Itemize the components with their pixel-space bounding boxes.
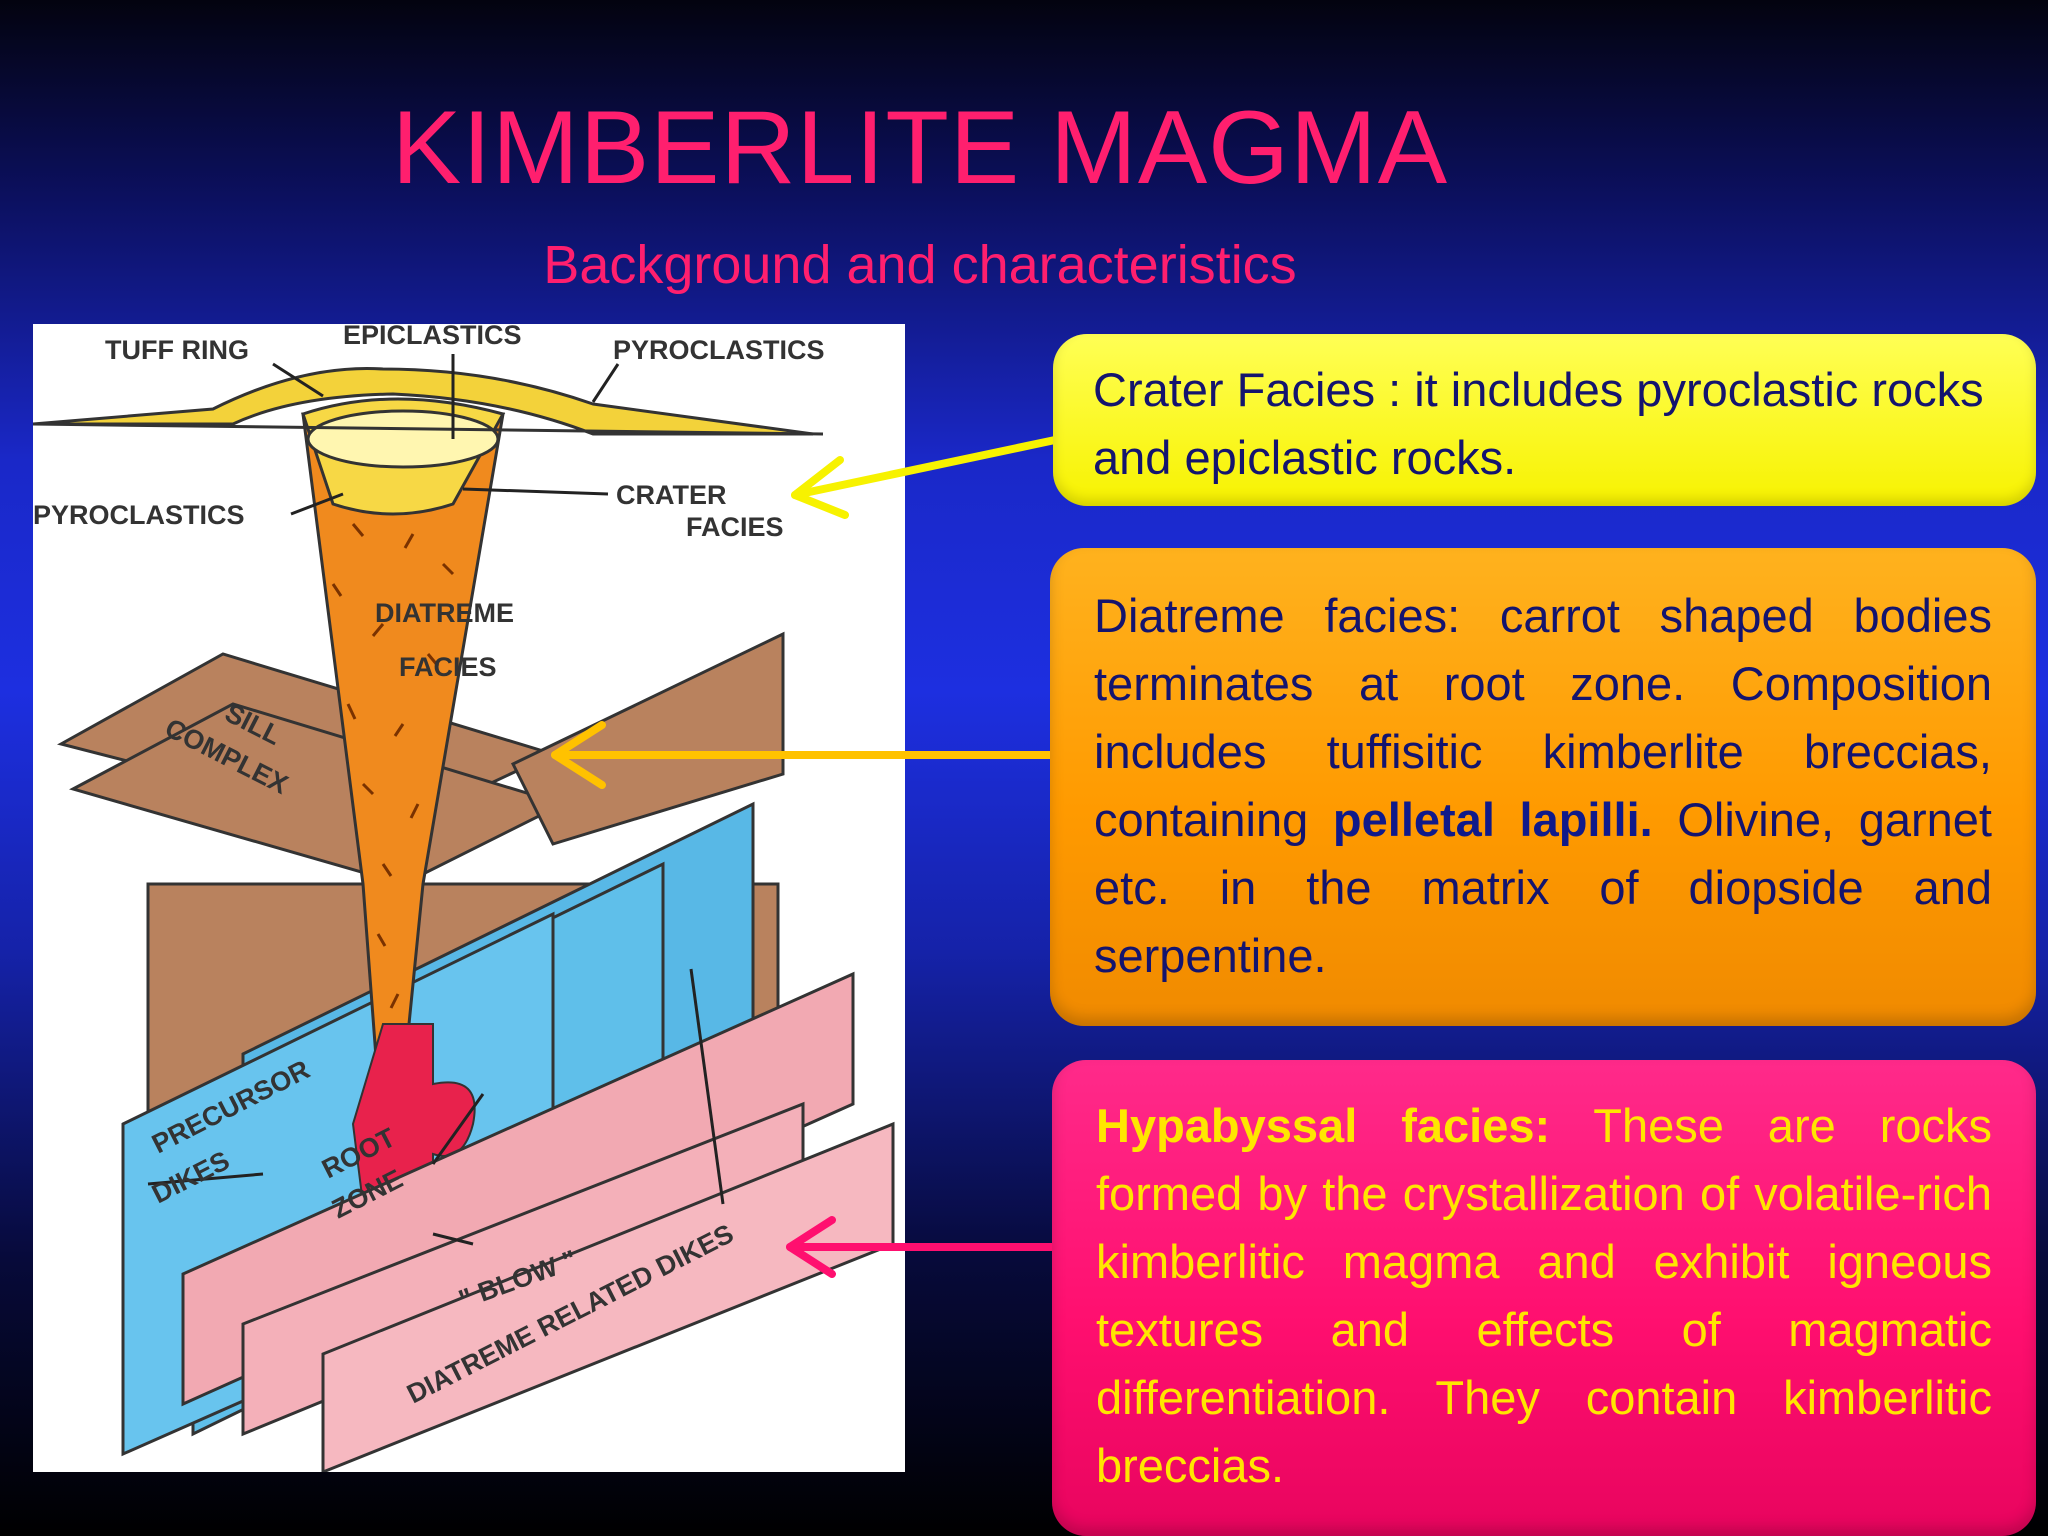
- label-crater: CRATER: [616, 480, 727, 510]
- label-pyroclastics-top: PYROCLASTICS: [613, 335, 825, 365]
- label-tuff-ring: TUFF RING: [105, 335, 249, 365]
- diatreme-texture: [331, 523, 455, 1009]
- ground-surface: [33, 422, 824, 436]
- hypabyssal-facies-bold: Hypabyssal facies:: [1096, 1099, 1551, 1152]
- diatreme-facies-text-end: Olivine, garnet etc. in the matrix of di…: [1094, 793, 1992, 982]
- slide-title: KIMBERLITE MAGMA: [391, 90, 1449, 206]
- diatreme-facies-bold: pelletal lapilli.: [1332, 793, 1653, 846]
- crater-lake: [306, 409, 500, 469]
- hypabyssal-facies-box: Hypabyssal facies: These are rocks forme…: [1052, 1060, 2036, 1536]
- label-facies-diatreme: FACIES: [399, 652, 497, 682]
- label-pyroclastics-left: PYROCLASTICS: [33, 500, 245, 530]
- kimberlite-pipe-diagram: TUFF RING EPICLASTICS PYROCLASTICS PYROC…: [33, 324, 905, 1472]
- slide-subtitle: Background and characteristics: [543, 235, 1297, 295]
- tuff-ring: [33, 367, 814, 436]
- crater-facies-box: Crater Facies : it includes pyroclastic …: [1053, 334, 2036, 506]
- diatreme-facies-text: Diatreme facies: carrot shaped bodies te…: [1094, 589, 1992, 846]
- crater-facies-text: Crater Facies : it includes pyroclastic …: [1093, 363, 1984, 484]
- leader-lines: [147, 354, 725, 1246]
- hypabyssal-facies-text: These are rocks formed by the crystalliz…: [1096, 1099, 1992, 1492]
- sill-complex-right: [510, 631, 785, 846]
- label-diatreme: DIATREME: [375, 598, 514, 628]
- label-epiclastics: EPICLASTICS: [343, 324, 522, 350]
- diagram-illustration: TUFF RING EPICLASTICS PYROCLASTICS PYROC…: [33, 324, 895, 1472]
- diatreme-facies-box: Diatreme facies: carrot shaped bodies te…: [1050, 548, 2036, 1026]
- label-facies-crater: FACIES: [686, 512, 784, 542]
